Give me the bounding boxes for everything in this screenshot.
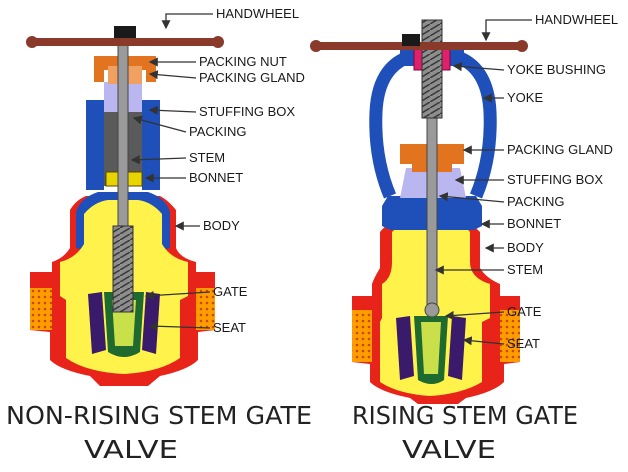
right-label-packing: PACKING: [507, 194, 565, 209]
left-handwheel-end-l: [26, 36, 38, 48]
right-inlet-thread: [352, 310, 372, 362]
left-label-gate: GATE: [213, 284, 248, 299]
left-label-packing-nut: PACKING NUT: [199, 54, 287, 69]
right-leaders: [434, 19, 532, 346]
right-caption-line1: RISING STEM GATE: [352, 401, 578, 430]
right-label-stem: STEM: [507, 262, 543, 277]
left-label-packing: PACKING: [189, 124, 247, 139]
right-outlet-thread: [500, 310, 520, 362]
right-label-gate: GATE: [507, 304, 542, 319]
right-gate-inner: [421, 322, 441, 374]
right-handwheel-end-l: [310, 40, 322, 52]
left-handwheel-nut: [114, 26, 136, 38]
left-inlet-thread: [30, 288, 52, 330]
right-caption-line2: VALVE: [402, 435, 496, 464]
left-stem: [117, 29, 129, 227]
left-leaders: [130, 13, 213, 331]
right-seat: [396, 316, 466, 380]
right-handwheel-end-r: [516, 40, 528, 52]
left-label-bonnet: BONNET: [189, 170, 243, 185]
right-label-bonnet: BONNET: [507, 216, 561, 231]
right-handwheel-hub: [402, 34, 420, 46]
left-label-stuffing-box: STUFFING BOX: [199, 104, 295, 119]
left-label-body: BODY: [203, 218, 240, 233]
right-label-handwheel: HANDWHEEL: [535, 12, 618, 27]
rising-stem-valve: [310, 19, 528, 404]
right-yoke: [369, 52, 497, 199]
right-label-seat: SEAT: [507, 336, 540, 351]
left-label-packing-gland: PACKING GLAND: [199, 70, 305, 85]
left-label-handwheel: HANDWHEEL: [216, 6, 299, 21]
left-caption-line1: NON-RISING STEM GATE: [6, 401, 312, 430]
left-stem-thread: [112, 225, 134, 313]
right-stem-collar: [424, 302, 440, 318]
left-label-seat: SEAT: [213, 320, 246, 335]
right-label-packing-gland: PACKING GLAND: [507, 142, 613, 157]
right-label-yoke: YOKE: [507, 90, 543, 105]
right-label-body: BODY: [507, 240, 544, 255]
non-rising-stem-valve: [26, 26, 224, 386]
left-outlet-thread: [196, 288, 215, 330]
right-label-stuffing-box: STUFFING BOX: [507, 172, 603, 187]
right-label-yoke-bushing: YOKE BUSHING: [507, 62, 606, 77]
left-handwheel-end-r: [212, 36, 224, 48]
right-stem-thread: [421, 19, 443, 119]
left-caption-line2: VALVE: [84, 435, 178, 464]
left-label-stem: STEM: [189, 150, 225, 165]
